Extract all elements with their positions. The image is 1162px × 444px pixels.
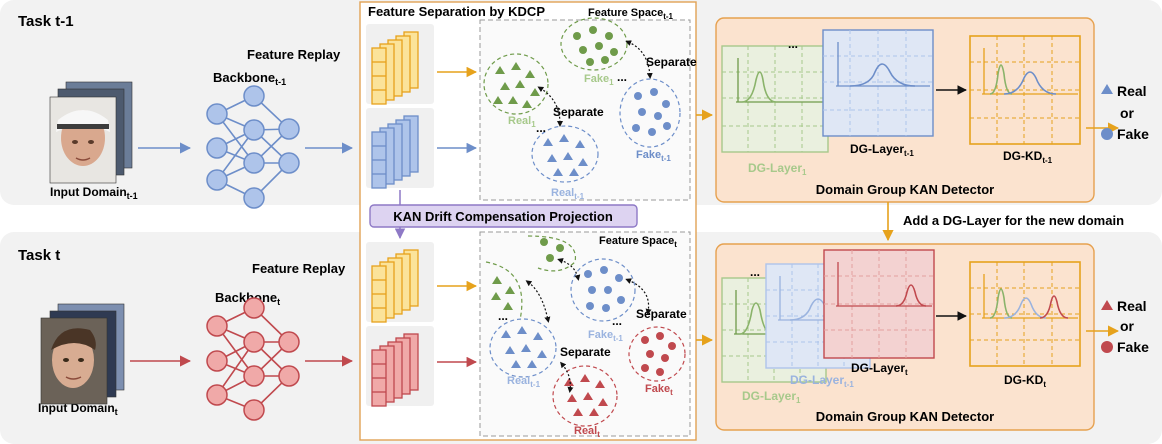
dg-layer-t-1-label: DG-Layert-1 bbox=[850, 142, 914, 158]
legend-real-bottom: Real bbox=[1117, 298, 1147, 314]
legend-fake-bottom: Fake bbox=[1117, 339, 1149, 355]
kan-drift-compensation-projection bbox=[369, 204, 638, 228]
input-domain-label-top: Input Domaint-1 bbox=[50, 185, 138, 201]
triangle-icon bbox=[501, 326, 547, 368]
fake-t-1-label-bottom: Faket-1 bbox=[588, 329, 623, 343]
feature-replay-label-top: Feature Replay bbox=[247, 47, 341, 62]
ellipsis: ... bbox=[617, 70, 627, 84]
input-domain-label-bottom: Input Domaint bbox=[38, 401, 118, 417]
feature-stack-icon bbox=[371, 31, 419, 105]
dg-kd-t-label: DG-KDt bbox=[1004, 373, 1046, 389]
add-dg-layer-label: Add a DG-Layer for the new domain bbox=[903, 213, 1124, 228]
triangle-icon bbox=[491, 276, 515, 310]
face-image-icon bbox=[40, 303, 125, 405]
dg-layer-t-label: DG-Layert bbox=[851, 361, 908, 377]
legend-or-top: or bbox=[1120, 105, 1135, 121]
kan-drift-projection-label: KAN Drift Compensation Projection bbox=[393, 209, 613, 224]
separate-label: Separate bbox=[646, 55, 697, 69]
dg-layer-t-1-label-bottom: DG-Layert-1 bbox=[790, 373, 854, 389]
detector-title-top: Domain Group KAN Detector bbox=[816, 182, 994, 197]
circle-icon bbox=[584, 266, 625, 312]
circle-icon bbox=[540, 238, 564, 262]
fake-t-1-label: Faket-1 bbox=[636, 149, 671, 163]
feature-stack-icon bbox=[371, 249, 419, 323]
circle-icon bbox=[573, 26, 618, 66]
fake-1-label: Fake1 bbox=[584, 73, 614, 87]
separate-label: Separate bbox=[560, 345, 611, 359]
real-t-1-label-bottom: Realt-1 bbox=[507, 375, 541, 389]
ellipsis: ... bbox=[612, 314, 622, 328]
circle-icon bbox=[641, 332, 676, 376]
feature-replay-label-bottom: Feature Replay bbox=[252, 261, 346, 276]
separate-label: Separate bbox=[553, 105, 604, 119]
legend-fake-top: Fake bbox=[1117, 126, 1149, 142]
dg-layer-1-label-bottom: DG-Layer1 bbox=[742, 389, 801, 405]
legend-real-top: Real bbox=[1117, 83, 1147, 99]
fake-t-label: Faket bbox=[645, 383, 673, 397]
circle-icon bbox=[1101, 128, 1113, 140]
feature-space-bottom-label: Feature Spacet bbox=[599, 235, 677, 249]
triangle-icon bbox=[1101, 300, 1113, 310]
ellipsis: ... bbox=[750, 265, 760, 279]
ellipsis: ... bbox=[498, 309, 508, 323]
dg-layer-1-label: DG-Layer1 bbox=[748, 161, 807, 177]
triangle-icon bbox=[1101, 84, 1113, 94]
real-t-1-label: Realt-1 bbox=[551, 187, 585, 201]
feature-stack-icon bbox=[371, 333, 419, 407]
ellipsis: ... bbox=[788, 37, 798, 51]
kdcp-title: Feature Separation by KDCP bbox=[368, 4, 545, 19]
legend-or-bottom: or bbox=[1120, 318, 1135, 334]
triangle-icon bbox=[543, 134, 588, 176]
ellipsis: ... bbox=[536, 121, 546, 135]
feature-space-bottom bbox=[479, 231, 691, 437]
backbone-label-top: Backbonet-1 bbox=[213, 70, 286, 87]
circle-icon bbox=[1101, 341, 1113, 353]
feature-stack-icon bbox=[371, 115, 419, 189]
detector-title-bottom: Domain Group KAN Detector bbox=[816, 409, 994, 424]
real-1-label: Real1 bbox=[508, 115, 536, 129]
face-image-icon bbox=[49, 81, 133, 184]
circle-icon bbox=[632, 88, 671, 136]
dg-kd-t-1-label: DG-KDt-1 bbox=[1003, 149, 1053, 165]
feature-space-top-label: Feature Spacet-1 bbox=[588, 7, 674, 21]
real-t-label: Realt bbox=[574, 425, 600, 439]
task-t-label: Task t bbox=[18, 247, 60, 264]
task-t-1-label: Task t-1 bbox=[18, 13, 74, 30]
separate-label: Separate bbox=[636, 307, 687, 321]
